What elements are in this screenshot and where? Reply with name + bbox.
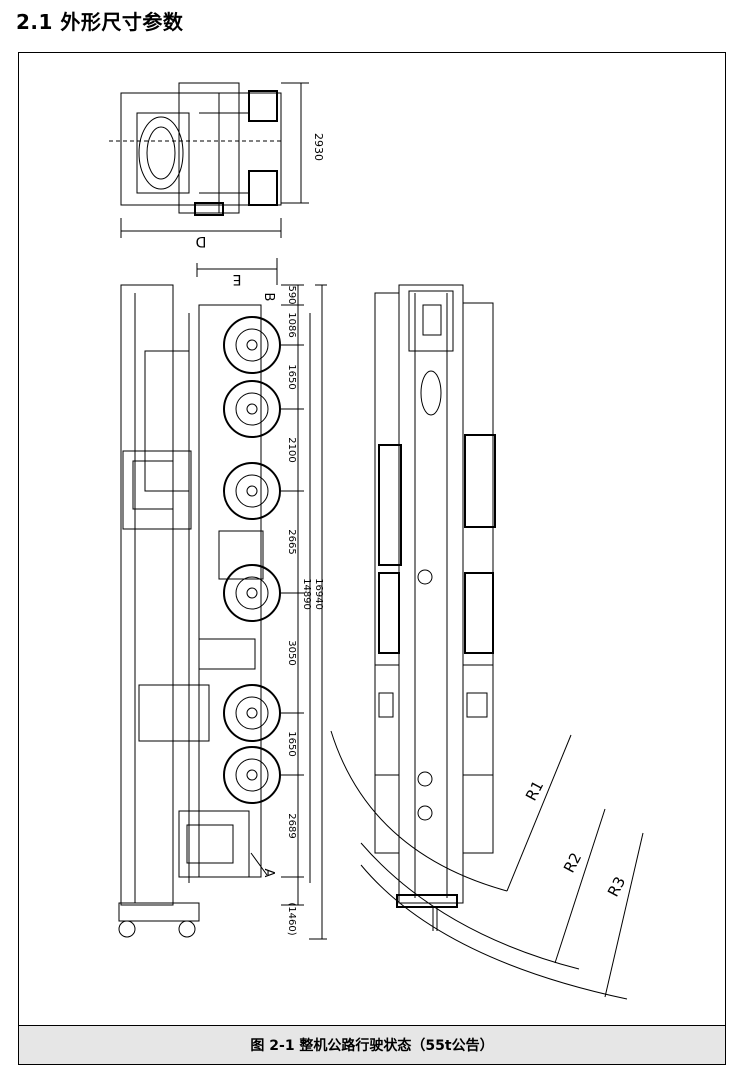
side-view bbox=[118, 258, 327, 940]
d-dim-label: D bbox=[196, 233, 207, 249]
dim-label: 3050 bbox=[286, 640, 297, 665]
dim-label: 2665 bbox=[286, 529, 297, 554]
dim-label: 2100 bbox=[286, 437, 297, 462]
crane-drawing: 2930 D E B A 590 1086 1650 2100 2665 305… bbox=[109, 82, 644, 1000]
figure-frame: 2930 D E B A 590 1086 1650 2100 2665 305… bbox=[18, 52, 726, 1065]
width-dim-label: 2930 bbox=[312, 133, 325, 161]
radius-label-r3: R3 bbox=[604, 874, 629, 900]
front-view bbox=[109, 82, 309, 238]
dim-label: (1460) bbox=[286, 902, 297, 935]
dim-label: 1650 bbox=[286, 364, 297, 389]
a-label: A bbox=[261, 869, 276, 878]
e-dim-label: E bbox=[233, 271, 242, 287]
total-dim-1: 14890 bbox=[301, 578, 312, 610]
total-dim-2: 16940 bbox=[313, 578, 324, 610]
figure-caption-text: 图 2-1 整机公路行驶状态（55t公告） bbox=[250, 1038, 494, 1054]
figure-caption: 图 2-1 整机公路行驶状态（55t公告） bbox=[19, 1025, 725, 1064]
dim-label: 2689 bbox=[286, 813, 297, 838]
radius-label-r2: R2 bbox=[560, 850, 585, 876]
plan-view bbox=[330, 284, 644, 1000]
dim-label: 1650 bbox=[286, 731, 297, 756]
radius-label-r1: R1 bbox=[522, 778, 547, 804]
b-label: B bbox=[261, 293, 276, 302]
dim-label: 1086 bbox=[286, 312, 297, 337]
section-heading: 2.1 外形尺寸参数 bbox=[16, 10, 184, 34]
dim-label: 590 bbox=[286, 285, 297, 304]
